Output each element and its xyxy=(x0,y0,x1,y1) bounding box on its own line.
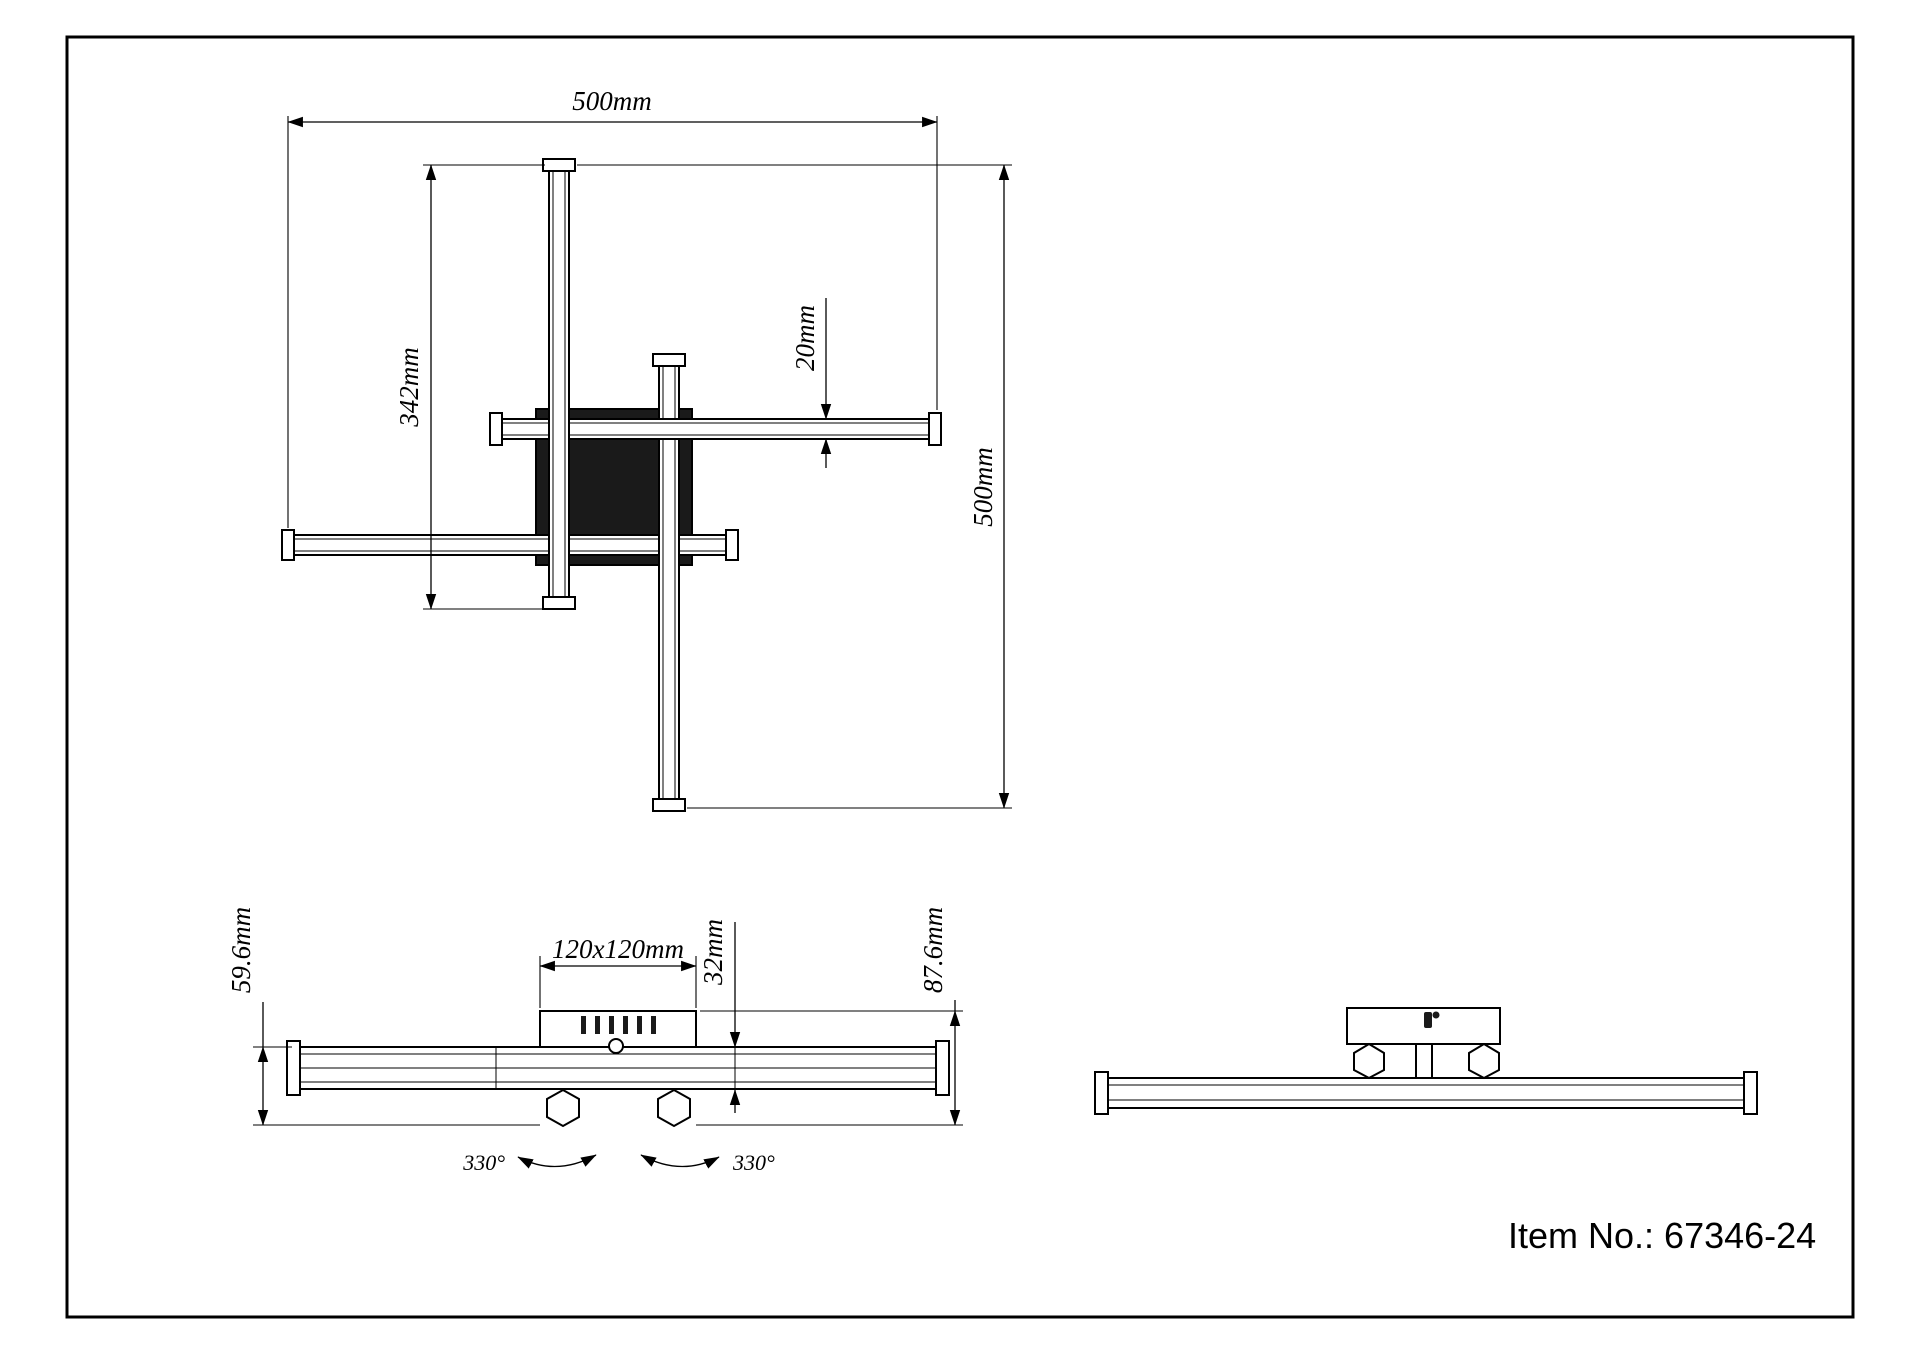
dimension-canopy-120: 120x120mm xyxy=(539,934,697,1008)
dimension-height-87: 87.6mm xyxy=(696,907,963,1126)
front-canopy xyxy=(539,1010,697,1054)
bar-horizontal-left xyxy=(281,529,739,561)
vent-slot xyxy=(637,1016,642,1034)
dimension-height-500: 500mm xyxy=(577,164,1012,809)
side-view xyxy=(1094,1007,1758,1115)
pivot-knob-left xyxy=(546,1088,580,1128)
front-bar xyxy=(286,1040,950,1096)
vent-slot xyxy=(623,1016,628,1034)
dim-height-bar-label: 59.6mm xyxy=(226,907,256,993)
rotation-left-label: 330° xyxy=(462,1150,505,1175)
bar-end-cap xyxy=(1743,1071,1758,1115)
bar-vertical-top xyxy=(542,158,576,610)
dimension-width-500: 500mm xyxy=(287,86,938,528)
bar-end-cap xyxy=(1094,1071,1109,1115)
canopy-knob xyxy=(608,1038,624,1054)
dim-canopy-label: 120x120mm xyxy=(552,934,684,964)
item-number: Item No.: 67346-24 xyxy=(1508,1215,1816,1256)
bar-end-cap xyxy=(542,596,576,610)
dim-profile-label: 32mm xyxy=(698,919,728,986)
side-stem xyxy=(1415,1043,1433,1079)
dimension-bar-width-20: 20mm xyxy=(790,298,832,468)
dim-height-total-label: 87.6mm xyxy=(918,907,948,993)
dim-width-label: 500mm xyxy=(572,86,652,116)
bar-end-cap xyxy=(935,1040,950,1096)
vent-slot xyxy=(581,1016,586,1034)
vent-slot xyxy=(595,1016,600,1034)
dim-height-label: 500mm xyxy=(968,447,998,527)
dimension-profile-32: 32mm xyxy=(698,919,741,1113)
dim-arm-label: 342mm xyxy=(394,347,424,428)
dimension-height-59: 59.6mm xyxy=(226,907,540,1126)
side-canopy xyxy=(1346,1007,1501,1045)
bar-vertical-bottom xyxy=(652,353,686,812)
bar-end-cap xyxy=(652,353,686,367)
bar-end-cap xyxy=(928,412,942,446)
cable-entry xyxy=(1424,1012,1432,1028)
bar-end-cap xyxy=(725,529,739,561)
side-bar xyxy=(1094,1071,1758,1115)
rotation-arrow xyxy=(517,1154,597,1169)
rotation-arrow xyxy=(640,1154,720,1169)
drawing-border xyxy=(65,35,1855,1319)
dimension-arm-342: 342mm xyxy=(394,164,545,610)
vent-slot xyxy=(651,1016,656,1034)
rotation-right-label: 330° xyxy=(732,1150,775,1175)
dim-bar-width-label: 20mm xyxy=(790,305,820,371)
pivot-knob-right xyxy=(657,1088,691,1128)
bar-end-cap xyxy=(489,412,503,446)
bar-horizontal-right xyxy=(489,412,942,446)
pivot-knob-right xyxy=(1468,1042,1500,1080)
top-view: 500mm 342mm 20mm 500mm xyxy=(281,86,1012,812)
cable-entry-dot xyxy=(1432,1011,1440,1019)
vent-slot xyxy=(609,1016,614,1034)
bar-end-cap xyxy=(281,529,295,561)
bar-end-cap xyxy=(542,158,576,172)
rotation-annotation-left: 330° xyxy=(462,1150,597,1175)
bar-end-cap xyxy=(652,798,686,812)
rotation-annotation-right: 330° xyxy=(640,1150,775,1175)
front-view: 330° 330° 120x120mm 32mm 59.6mm xyxy=(226,907,963,1175)
bar-end-cap xyxy=(286,1040,301,1096)
pivot-knob-left xyxy=(1353,1042,1385,1080)
